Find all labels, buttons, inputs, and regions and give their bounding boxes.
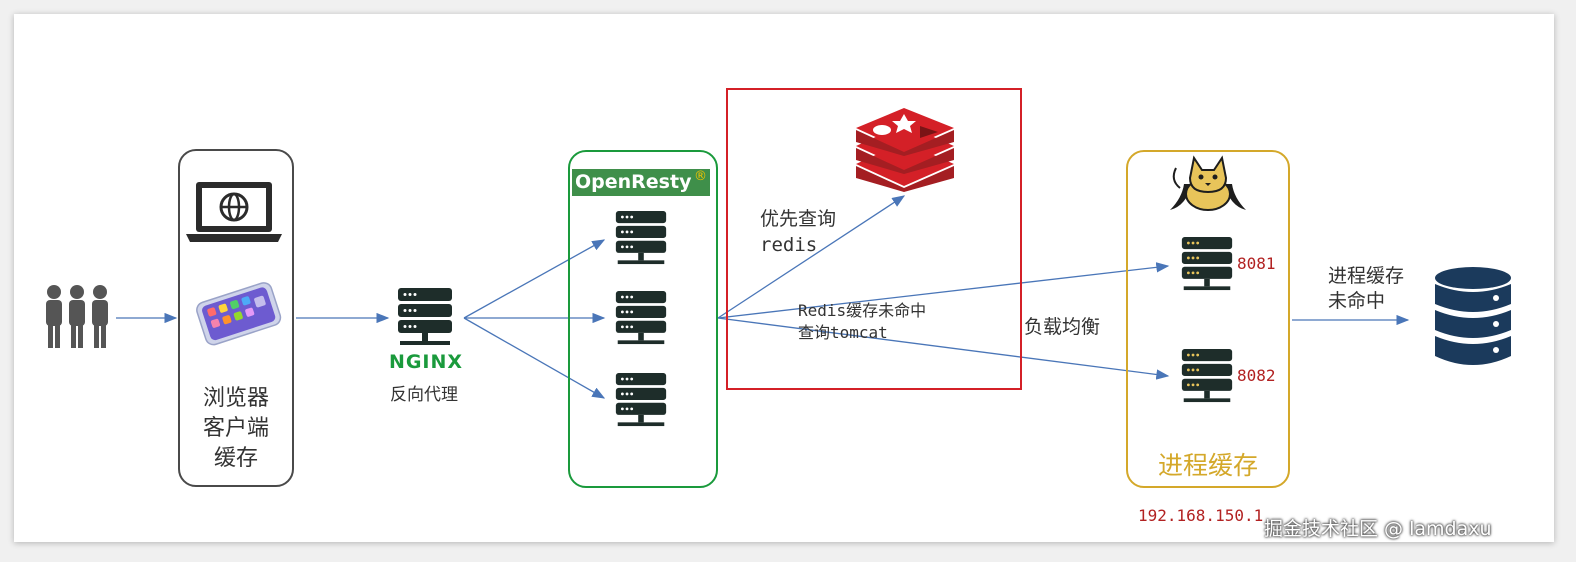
browser-label-line3: 缓存: [213, 446, 258, 471]
browser-client-box: [178, 149, 294, 487]
redis-miss-label-line2: 查询tomcat: [798, 323, 888, 342]
redis-query-label: 优先查询 redis: [760, 206, 836, 258]
redis-region-box: [726, 88, 1022, 390]
openresty-box: [568, 150, 718, 488]
laptop-icon: [186, 182, 282, 242]
tomcat-cat-icon: [1170, 155, 1246, 211]
db-miss-label: 进程缓存 未命中: [1328, 264, 1404, 314]
tomcat-server-icon-8081: [1181, 237, 1233, 291]
nginx-logo-text: NGINX: [388, 351, 464, 373]
tomcat-port-8081: 8081: [1237, 254, 1276, 273]
tomcat-box: [1126, 150, 1290, 488]
arrow-openresty-to-tomcat-8081: [717, 262, 1170, 319]
openresty-server-icon-2: [615, 291, 667, 345]
redis-query-label-line1: 优先查询: [760, 208, 837, 230]
arrow-openresty-to-redis: [717, 195, 906, 319]
openresty-title: OpenResty: [575, 171, 692, 193]
phone-icon: [196, 282, 282, 346]
openresty-title-bar: OpenResty ®: [572, 169, 710, 196]
browser-client-label: 浏览器 客户端 缓存: [180, 384, 292, 474]
browser-label-line2: 客户端: [202, 416, 269, 441]
redis-query-label-line2: redis: [760, 234, 818, 256]
users-icon: [46, 285, 108, 348]
database-icon: [1435, 267, 1511, 365]
browser-label-line1: 浏览器: [202, 386, 269, 411]
openresty-server-icon-1: [615, 211, 667, 265]
nginx-label: 反向代理: [390, 385, 458, 405]
openresty-registered-mark: ®: [694, 169, 707, 184]
load-balance-label: 负载均衡: [1024, 316, 1101, 338]
tomcat-ip-label: 192.168.150.1: [1138, 506, 1264, 525]
redis-miss-label: Redis缓存未命中 查询tomcat: [798, 300, 926, 344]
tomcat-server-icon-8082: [1181, 349, 1233, 403]
redis-logo-icon: [856, 108, 954, 192]
arrow-openresty-to-tomcat-8082: [717, 317, 1170, 380]
redis-miss-label-line1: Redis缓存未命中: [798, 301, 927, 320]
process-cache-label: 进程缓存: [1157, 451, 1258, 480]
tomcat-port-8082: 8082: [1237, 366, 1276, 385]
diagram-canvas: [14, 14, 1554, 542]
nginx-server-icon: [398, 288, 452, 345]
db-miss-label-line2: 未命中: [1328, 290, 1386, 312]
arrow-nginx-to-openresty-3: [463, 317, 606, 399]
openresty-server-icon-3: [615, 373, 667, 427]
db-miss-label-line1: 进程缓存: [1328, 265, 1405, 287]
watermark-text: 掘金技术社区 @ lamdaxu: [1264, 518, 1492, 540]
arrow-nginx-to-openresty-1: [463, 239, 606, 319]
